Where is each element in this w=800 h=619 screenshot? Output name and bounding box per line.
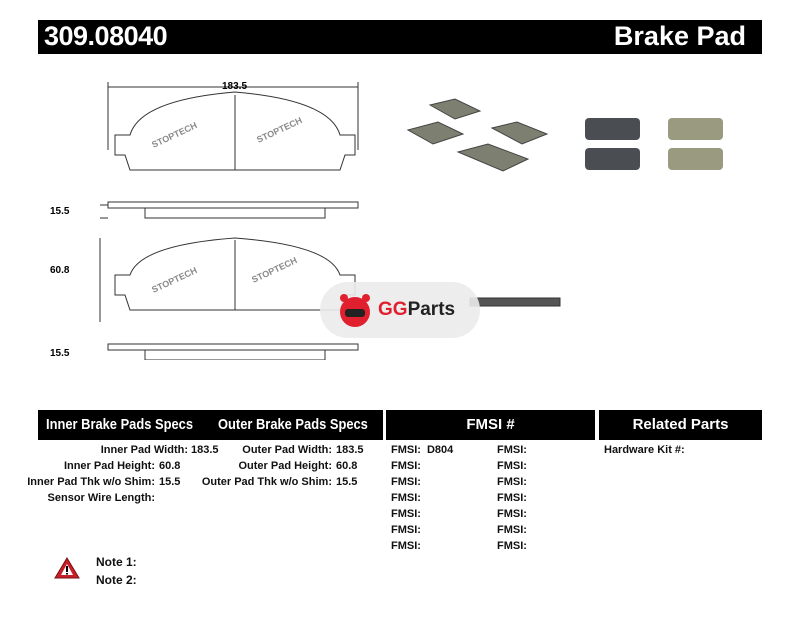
logo-gg: GG [378, 299, 408, 320]
fmsi-entry: FMSI: [497, 444, 527, 456]
fmsi-entry: FMSI: [497, 476, 527, 488]
specs-header: Inner Brake Pads Specs Outer Brake Pads … [38, 410, 383, 440]
technical-drawing [99, 82, 723, 360]
product-type: Brake Pad [613, 21, 746, 51]
related-header: Related Parts [599, 410, 762, 440]
fmsi-label: FMSI: [497, 524, 527, 536]
outer-height-label: Outer Pad Height: [238, 460, 332, 472]
fmsi-entry: FMSI: [391, 492, 421, 504]
title-bar: 309.08040 Brake Pad [38, 20, 762, 54]
hardware-kit-label: Hardware Kit #: [604, 444, 685, 456]
fmsi-label: FMSI: [497, 508, 527, 520]
fmsi-entry: FMSI: [391, 476, 421, 488]
fmsi-label: FMSI: [391, 508, 421, 520]
warning-icon [54, 557, 80, 579]
fmsi-label: FMSI: [497, 460, 527, 472]
fmsi-entry: FMSI: [391, 460, 421, 472]
fmsi-label: FMSI: [391, 444, 421, 456]
fmsi-label: FMSI: [391, 476, 421, 488]
fmsi-entry: FMSI: [497, 492, 527, 504]
fmsi-entry: FMSI: [497, 460, 527, 472]
fmsi-label: FMSI: [391, 460, 421, 472]
inner-thk-value: 15.5 [159, 476, 181, 488]
ggparts-mascot-icon [340, 294, 370, 327]
fmsi-entry: FMSI: [497, 508, 527, 520]
fmsi-value: D804 [426, 444, 454, 456]
fmsi-label: FMSI: [497, 444, 527, 456]
outer-thk-label: Outer Pad Thk w/o Shim: [201, 476, 332, 488]
inner-width-label: Inner Pad Width: [100, 444, 188, 456]
thickness-dimension-2: 15.5 [50, 348, 70, 359]
fmsi-label: FMSI: [497, 476, 527, 488]
outer-width-value: 183.5 [336, 444, 364, 456]
outer-thk-value: 15.5 [336, 476, 358, 488]
logo-parts: Parts [407, 299, 456, 320]
fmsi-entry: FMSI: [391, 524, 421, 536]
thickness-dimension: 15.5 [50, 206, 70, 217]
fmsi-entry: FMSI: [497, 524, 527, 536]
sensor-wire-label: Sensor Wire Length: [47, 492, 155, 504]
fmsi-entry: FMSI: [391, 508, 421, 520]
fmsi-label: FMSI: [497, 492, 527, 504]
inner-height-value: 60.8 [159, 460, 181, 472]
fmsi-entry: FMSI: [391, 540, 421, 552]
inner-width-value: 183.5 [191, 444, 219, 456]
fmsi-header: FMSI # [386, 410, 595, 440]
fmsi-label: FMSI: [391, 492, 421, 504]
fmsi-entry: FMSI: [497, 540, 527, 552]
height-dimension: 60.8 [50, 265, 70, 276]
note-1: Note 1: [96, 555, 137, 569]
inner-thk-label: Inner Pad Thk w/o Shim: [27, 476, 155, 488]
part-number: 309.08040 [44, 21, 168, 51]
width-dimension: 183.5 [222, 81, 248, 92]
note-2: Note 2: [96, 573, 137, 587]
ggparts-watermark: GGParts [320, 282, 480, 338]
fmsi-label: FMSI: [497, 540, 527, 552]
outer-height-value: 60.8 [336, 460, 358, 472]
outer-width-label: Outer Pad Width: [242, 444, 332, 456]
fmsi-label: FMSI: [391, 540, 421, 552]
fmsi-label: FMSI: [391, 524, 421, 536]
inner-specs-title: Inner Brake Pads Specs [46, 416, 193, 433]
inner-height-label: Inner Pad Height: [63, 460, 155, 472]
outer-specs-title: Outer Brake Pads Specs [218, 416, 368, 433]
fmsi-entry: FMSI: D804 [391, 444, 453, 456]
